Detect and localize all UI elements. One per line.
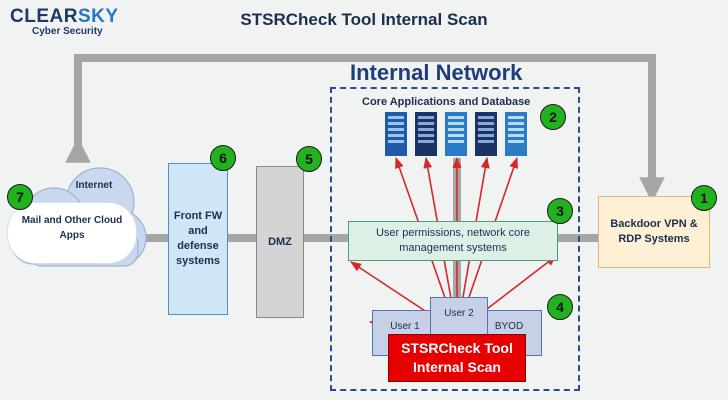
internal-network-title: Internal Network — [350, 60, 523, 85]
logo-brand-a: CLEAR — [10, 6, 78, 27]
logo-brand-b: SKY — [77, 6, 119, 27]
server-icon — [505, 112, 527, 156]
core-apps-title: Core Applications and Database — [362, 96, 531, 108]
mail-cloud-apps-label: Mail and Other Cloud Apps — [21, 215, 123, 241]
badge-6: 6 — [210, 145, 236, 171]
cloud-inner-panel — [8, 203, 136, 263]
badge-1: 1 — [691, 185, 717, 211]
user-permissions-box: User permissions, network core managemen… — [348, 221, 558, 261]
badge-3: 3 — [547, 198, 573, 224]
backdoor-vpn-box: Backdoor VPN & RDP Systems — [598, 196, 710, 268]
badge-4: 4 — [547, 294, 573, 320]
server-icon — [475, 112, 497, 156]
dmz-box: DMZ — [256, 166, 304, 318]
stsrcheck-scan-box: STSRCheck Tool Internal Scan — [388, 334, 526, 382]
loop-connector — [65, 54, 665, 203]
badge-5: 5 — [296, 146, 322, 172]
badge-7: 7 — [7, 184, 33, 210]
front-fw-box: Front FW and defense systems — [168, 163, 228, 315]
logo-wordmark: CLEARSKY — [10, 6, 119, 28]
internal-network-frame — [330, 87, 580, 391]
server-rack-group — [385, 112, 527, 156]
server-icon — [415, 112, 437, 156]
badge-2: 2 — [540, 104, 566, 130]
server-icon — [385, 112, 407, 156]
internet-label: Internet — [75, 180, 113, 191]
logo-subtitle: Cyber Security — [32, 26, 103, 37]
logo: CLEARSKY Cyber Security — [10, 6, 119, 37]
page-title: STSRCheck Tool Internal Scan — [240, 10, 488, 29]
server-icon — [445, 112, 467, 156]
